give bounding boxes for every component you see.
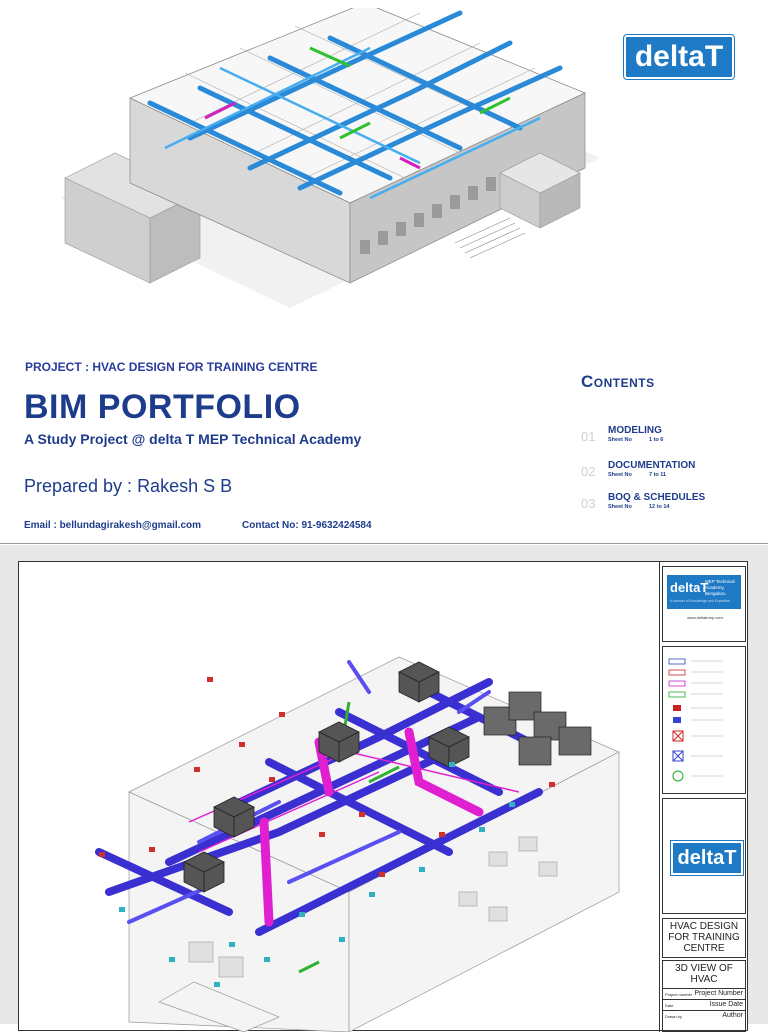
prepared-by: Prepared by : Rakesh S B [24, 476, 233, 496]
logo-t: T [704, 40, 724, 73]
row-key: Date [665, 1003, 674, 1008]
academy-logo: deltaT MEP Technical Academy, Bengaluru … [667, 575, 741, 609]
title-block: deltaT MEP Technical Academy, Bengaluru … [659, 562, 749, 1032]
row-value: Author [722, 1012, 743, 1019]
drawing-sheet: deltaT MEP Technical Academy, Bengaluru … [18, 561, 749, 1032]
building-model-image [60, 8, 600, 308]
academy-url: www.deltatmep.com [687, 615, 723, 620]
legend-cell [662, 646, 746, 794]
title-block-row: Date Issue Date [663, 999, 745, 1011]
contact-text: Contact No: 91-9632424584 [242, 520, 372, 531]
academy-name: MEP Technical Academy, Bengaluru [705, 579, 735, 596]
logo-text: delta [634, 40, 705, 73]
contents-number: 02 [581, 464, 596, 479]
contents-heading: Contents [581, 372, 655, 391]
contents-title: MODELING [608, 425, 662, 436]
contents-number: 01 [581, 429, 596, 444]
view-title-cell: 3D VIEW OF HVAC Project number Project N… [662, 960, 746, 1032]
row-value: Issue Date [709, 1001, 743, 1008]
contents-sheet-range: 12 to 14 [649, 504, 670, 510]
contents-sheet-label: Sheet No [608, 437, 632, 443]
sheet-view-title: 3D VIEW OF HVAC [675, 963, 733, 985]
email-text: Email : bellundagirakesh@gmail.com [24, 520, 202, 531]
title-block-row: Drawn by Author [663, 1010, 745, 1022]
contents-item: 03 BOQ & SCHEDULES Sheet No 12 to 14 [581, 492, 731, 514]
academy-logo-text: deltaT [670, 580, 709, 595]
row-key: Drawn by [665, 1014, 682, 1019]
project-title-cell: HVAC DESIGN FOR TRAINING CENTRE [662, 918, 746, 958]
contents-sheet-label: Sheet No [608, 504, 632, 510]
contents-sheet-range: 1 to 6 [649, 437, 664, 443]
drawing-page: deltaT MEP Technical Academy, Bengaluru … [0, 545, 768, 1032]
contents-sheet-range: 7 to 11 [649, 472, 667, 478]
contents-sheet-label: Sheet No [608, 472, 632, 478]
project-title: PROJECT : HVAC DESIGN FOR TRAINING CENTR… [25, 360, 318, 374]
duct-legend [668, 658, 723, 782]
contents-title: BOQ & SCHEDULES [608, 492, 706, 503]
contents-item: 01 MODELING Sheet No 1 to 6 [581, 425, 731, 447]
title-block-row: Project number Project Number [663, 988, 745, 1000]
portfolio-subtitle: A Study Project @ delta T MEP Technical … [24, 431, 362, 447]
academy-logo-cell: deltaT MEP Technical Academy, Bengaluru … [662, 566, 746, 642]
academy-tagline: A transfer of Knowledge and Expertise... [670, 599, 733, 603]
row-key: Project number [665, 992, 693, 997]
contents-item: 02 DOCUMENTATION Sheet No 7 to 11 [581, 460, 731, 482]
contents-number: 03 [581, 496, 596, 511]
row-value: Project Number [694, 990, 743, 997]
portfolio-title: BIM PORTFOLIO [24, 388, 301, 426]
contents-title: DOCUMENTATION [608, 460, 696, 471]
hvac-3d-view-image [95, 656, 620, 1032]
sheet-project-title: HVAC DESIGN FOR TRAINING CENTRE [668, 921, 740, 954]
